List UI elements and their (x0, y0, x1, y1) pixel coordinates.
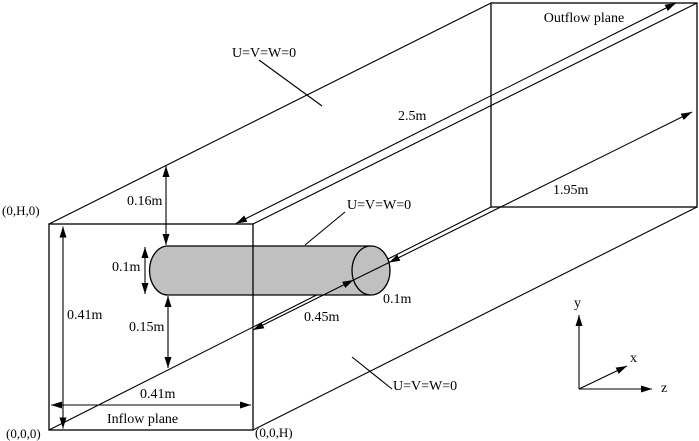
bc-cylinder-pointer-line (304, 211, 346, 246)
dim-outlet-distance-label: 1.95m (553, 183, 589, 198)
dim-top-gap-label: 0.16m (127, 194, 163, 209)
dim-cylinder-diameter-side-line (353, 262, 390, 281)
y-axis-label: y (574, 296, 581, 311)
coordinate-axes: y x z (574, 296, 667, 396)
bc-top-wall-label: U=V=W=0 (232, 46, 296, 61)
corner-label-bottom-right: (0,0,H) (255, 425, 293, 440)
bc-top-pointer-line (258, 59, 323, 107)
outflow-plane-label: Outflow plane (544, 11, 624, 26)
dim-inflow-height-label: 0.41m (67, 308, 103, 323)
bc-bottom-pointer-line (351, 356, 393, 390)
labels: Outflow plane Inflow plane U=V=W=0 U=V=W… (2, 11, 624, 441)
cylinder-end-cap (351, 245, 391, 296)
bc-bottom-wall-label: U=V=W=0 (393, 379, 457, 394)
bc-pointer-lines (258, 59, 393, 390)
dim-cylinder-diameter-side-label: 0.1m (383, 292, 412, 307)
cross-section-dimension-lines (51, 166, 251, 429)
dim-inflow-width-label: 0.41m (140, 387, 176, 402)
bc-cylinder-label: U=V=W=0 (347, 198, 411, 213)
dim-inlet-distance-arrow (252, 279, 354, 331)
x-axis-arrow (578, 365, 628, 390)
dim-inlet-distance-label: 0.45m (304, 310, 340, 325)
dim-total-length-arrow (235, 2, 677, 224)
corner-label-top-left: (0,H,0) (2, 203, 40, 218)
dim-bottom-gap-label: 0.15m (129, 320, 165, 335)
z-axis-label: z (661, 381, 667, 396)
corner-label-bottom-left: (0,0,0) (6, 426, 41, 441)
dim-total-length-label: 2.5m (398, 109, 427, 124)
x-axis-label: x (630, 351, 637, 366)
inflow-plane-label: Inflow plane (107, 412, 178, 427)
dim-cylinder-diameter-front-label: 0.1m (112, 260, 141, 275)
cylinder (148, 245, 391, 296)
